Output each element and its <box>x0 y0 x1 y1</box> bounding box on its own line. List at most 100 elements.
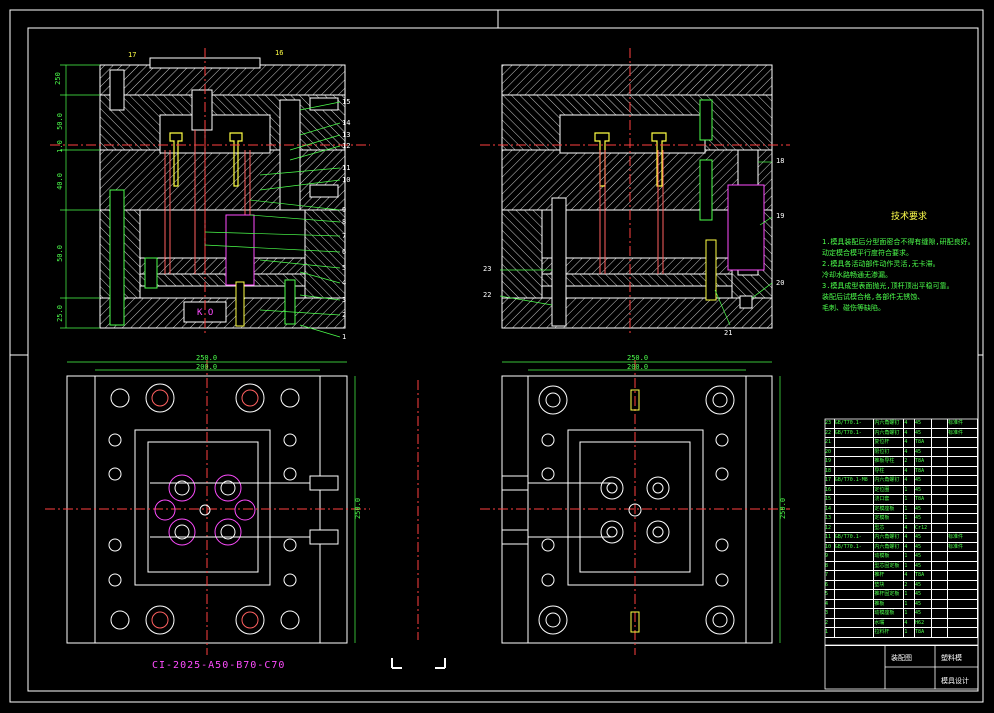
title-block: 装配图 塑料模 模具设计 <box>825 645 978 689</box>
bom-cell: T8A <box>915 438 932 447</box>
bom-cell: 型芯固定板 <box>874 561 905 570</box>
bom-cell <box>932 438 948 447</box>
bom-cell: 16 <box>825 485 835 494</box>
bom-cell <box>948 618 978 627</box>
bom-cell: 19 <box>825 457 835 466</box>
bom-cell: 7 <box>825 571 835 580</box>
bom-cell: 45 <box>915 419 932 428</box>
bom-cell <box>835 504 875 513</box>
bom-cell: 13 <box>825 514 835 523</box>
bom-cell: 1 <box>904 485 916 494</box>
bom-cell: 45 <box>915 533 932 542</box>
bom-cell <box>835 609 875 618</box>
bom-cell <box>835 571 875 580</box>
bom-cell: 45 <box>915 590 932 599</box>
bom-cell: T8A <box>915 628 932 637</box>
part-label: 12 <box>342 142 351 150</box>
bom-cell <box>932 599 948 608</box>
part-label: 23 <box>483 265 492 273</box>
plan-right-outer-dim: 250.0 <box>627 354 649 362</box>
bom-cell: 2 <box>825 618 835 627</box>
part-label: 15 <box>342 98 351 106</box>
bom-cell: 内六角螺钉 <box>874 476 905 485</box>
bill-of-materials: 23GB/T70.1-M6x55内六角螺钉445标准件22GB/T70.1-M6… <box>825 419 978 638</box>
plan-left-height-dim: 250.0 <box>354 497 363 520</box>
bom-cell <box>948 628 978 637</box>
bom-cell <box>948 438 978 447</box>
bom-cell <box>835 495 875 504</box>
bom-cell <box>835 561 875 570</box>
left-plan-view <box>45 360 370 655</box>
bom-cell: 1 <box>904 495 916 504</box>
bom-cell: 1 <box>904 552 916 561</box>
bom-cell: 型芯 <box>874 523 905 532</box>
part-label: 5 <box>342 264 347 272</box>
bom-cell <box>932 419 948 428</box>
bom-cell: 推杆固定板 <box>874 590 905 599</box>
bom-cell: 45 <box>915 485 932 494</box>
bom-cell: 1 <box>825 628 835 637</box>
bom-cell: 标准件 <box>948 428 978 437</box>
part-label: 14 <box>342 119 351 127</box>
bom-cell: 1 <box>904 504 916 513</box>
bom-cell: 拉料杆 <box>874 628 905 637</box>
dim-label: 250 <box>53 72 62 85</box>
bom-cell: T8A <box>915 466 932 475</box>
bom-cell <box>835 466 875 475</box>
dim-label: 50.0 <box>55 245 64 262</box>
right-section-view <box>480 48 790 335</box>
note-line: 冷却水路畅通无渗漏。 <box>822 271 892 279</box>
bom-cell: 水嘴 <box>874 618 905 627</box>
bom-cell: 18 <box>825 466 835 475</box>
part-label: 2 <box>342 311 347 319</box>
bom-cell <box>948 485 978 494</box>
bom-cell: 动模板 <box>874 552 905 561</box>
bom-cell: 浇口套 <box>874 495 905 504</box>
bom-cell <box>932 542 948 551</box>
note-line: 动定模合模平行度符合要求。 <box>822 249 913 257</box>
bom-cell <box>932 609 948 618</box>
bom-cell: 45 <box>915 476 932 485</box>
bom-cell <box>835 628 875 637</box>
bom-cell: 1 <box>904 599 916 608</box>
bom-cell: 内六角螺钉 <box>874 419 905 428</box>
bom-cell: 9 <box>825 552 835 561</box>
bom-cell <box>948 609 978 618</box>
bom-cell: 标准件 <box>948 533 978 542</box>
note-line: 2.模具各活动部件动作灵活,无卡滞。 <box>822 260 940 268</box>
bom-cell: GB/T70.1-M6x30 <box>835 428 875 437</box>
bom-cell: 内六角螺钉 <box>874 542 905 551</box>
bom-cell <box>948 504 978 513</box>
part-label: 22 <box>483 291 492 299</box>
bom-cell: 4 <box>825 599 835 608</box>
frame-border <box>27 27 979 692</box>
dim-label: 1.0 <box>55 140 64 153</box>
part-label: 16 <box>275 49 284 57</box>
bom-cell <box>948 523 978 532</box>
title-block-school: 模具设计 <box>941 677 969 685</box>
bom-cell <box>932 523 948 532</box>
left-section-view <box>50 48 370 338</box>
bom-cell <box>932 590 948 599</box>
part-label: 19 <box>776 212 785 220</box>
bom-cell: 4 <box>904 447 916 456</box>
dim-label: 25.0 <box>55 305 64 322</box>
part-label: 1 <box>342 333 347 341</box>
plan-right-height-dim: 250.0 <box>779 497 788 520</box>
note-line: 3.模具成型表面抛光,顶杆顶出平稳可靠。 <box>822 282 954 290</box>
bom-cell: 4 <box>904 571 916 580</box>
part-label: 11 <box>342 164 351 172</box>
bom-cell: 定位圈 <box>874 485 905 494</box>
bom-cell: 17 <box>825 476 835 485</box>
bom-cell: 4 <box>904 428 916 437</box>
